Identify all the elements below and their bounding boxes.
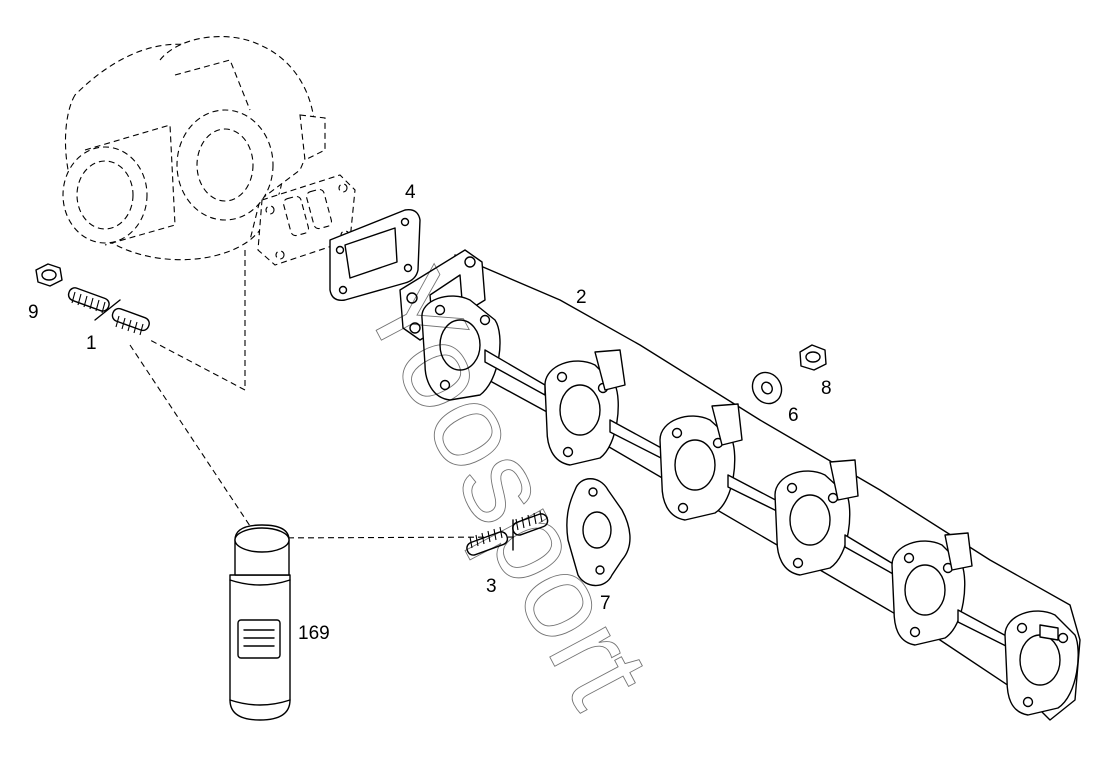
turbo-gasket-part-4 [329,209,421,301]
stud-part-3 [466,510,549,556]
callout-label-3: 3 [486,576,497,597]
callout-label-2: 2 [576,287,587,308]
stud-part-1 [67,287,150,336]
callout-labels: 1 2 3 4 6 7 8 9 169 [28,182,832,644]
leader-lines [129,250,519,539]
nut-part-8 [799,344,827,371]
port-gasket-part-7 [566,478,631,587]
callout-label-4: 4 [405,182,416,203]
callout-label-6: 6 [788,405,799,426]
nut-part-9 [35,263,63,287]
callout-label-169: 169 [298,623,330,644]
exhaust-manifold-part-2 [399,249,1081,721]
callout-label-7: 7 [600,593,611,614]
callout-label-8: 8 [821,378,832,399]
callout-label-1: 1 [86,333,97,354]
turbocharger-phantom [62,36,356,266]
washer-part-6 [751,371,783,405]
sealant-tube-part-169 [229,524,291,721]
callout-label-9: 9 [28,302,39,323]
